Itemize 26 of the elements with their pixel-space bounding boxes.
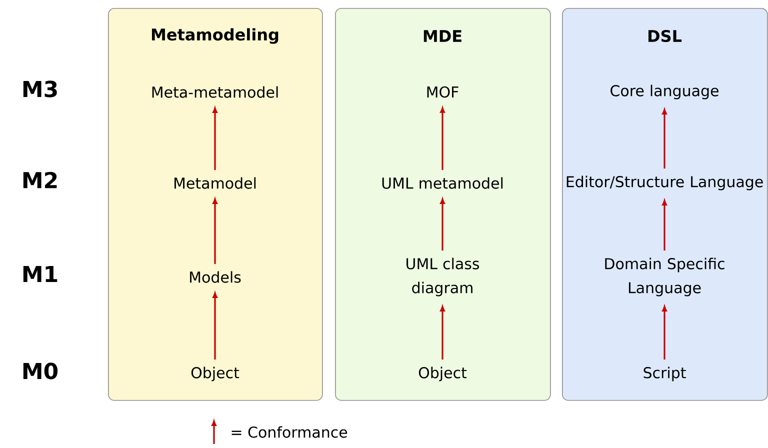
- legend-text: = Conformance: [232, 426, 348, 438]
- level-text: Editor/Structure Language: [566, 176, 763, 190]
- level-label: M2: [23, 172, 57, 188]
- level-text: Core language: [610, 84, 718, 100]
- arrow: [662, 306, 667, 360]
- level-text: Metamodel: [174, 177, 256, 189]
- arrow: [212, 292, 218, 360]
- level-text: Models: [190, 271, 241, 283]
- level-text: Domain Specific Language: [605, 258, 724, 296]
- arrow: [212, 198, 218, 264]
- arrow: [662, 108, 667, 169]
- arrow: [212, 108, 218, 170]
- level-label: M3: [23, 80, 57, 98]
- level-text: Object: [418, 366, 467, 382]
- arrow: [662, 200, 667, 251]
- level-label: M0: [23, 362, 58, 380]
- level-label: M1: [23, 266, 58, 282]
- level-text: Meta-metamodel: [152, 86, 278, 98]
- level-text: Object: [191, 366, 240, 382]
- level-text: UML class diagram: [406, 258, 480, 296]
- level-text: MOF: [427, 86, 458, 98]
- level-text: UML metamodel: [382, 177, 503, 189]
- level-text: Script: [644, 366, 686, 382]
- arrow: [440, 107, 445, 170]
- arrow: [440, 306, 445, 360]
- arrow: [440, 198, 445, 251]
